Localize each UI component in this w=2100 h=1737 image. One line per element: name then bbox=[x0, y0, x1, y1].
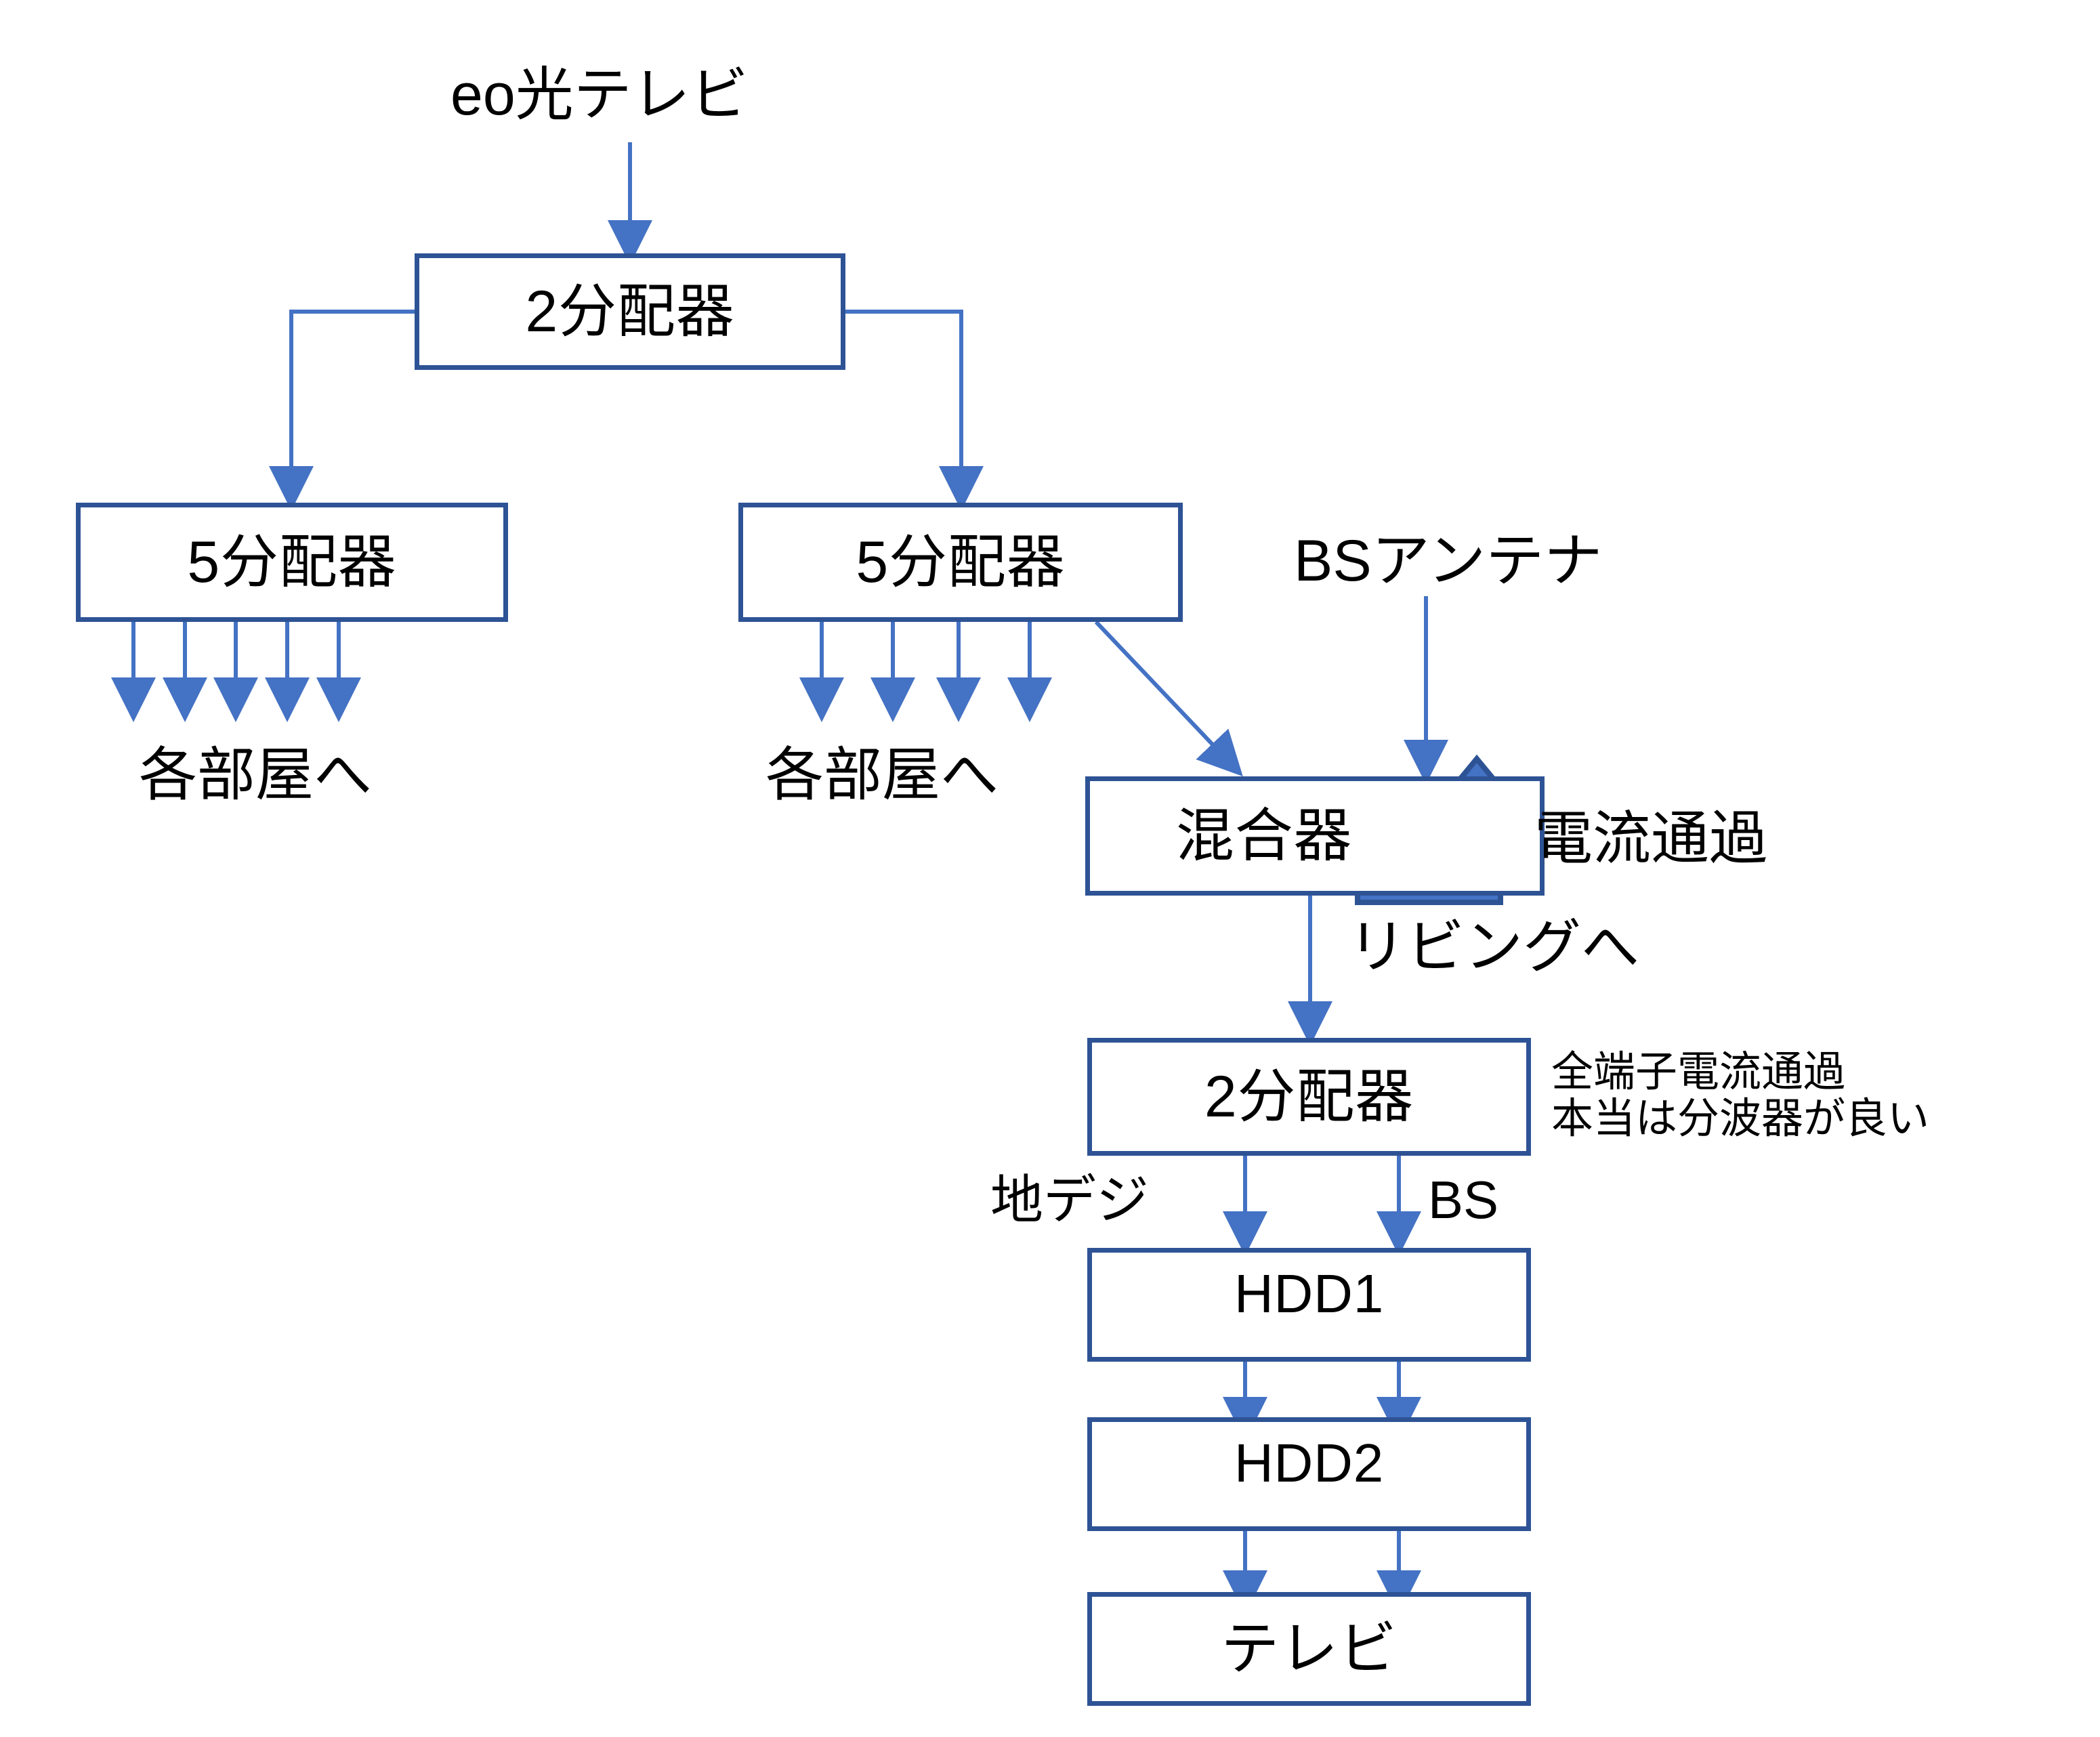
label-current-pass: 電流通過 bbox=[1534, 806, 1767, 871]
node-hdd2[interactable]: HDD2 bbox=[1087, 1417, 1531, 1531]
connector-splitter2-to-right5 bbox=[845, 310, 984, 511]
label-bs-antenna: BSアンテナ bbox=[1294, 528, 1603, 593]
node-hdd1[interactable]: HDD1 bbox=[1087, 1248, 1531, 1362]
node-label: HDD2 bbox=[1234, 1433, 1384, 1493]
note-line-2: 本当は分波器が良い bbox=[1551, 1095, 1930, 1143]
node-splitter5-left[interactable]: 5分配器 bbox=[76, 503, 508, 622]
connector-right5-to-mixer bbox=[1094, 620, 1243, 777]
note-line-1: 全端子電流通過 bbox=[1551, 1049, 1846, 1095]
node-label: 5分配器 bbox=[187, 530, 397, 595]
node-mixer[interactable]: 混合器 bbox=[1085, 776, 1545, 896]
node-label: HDD1 bbox=[1234, 1263, 1384, 1324]
node-label: 2分配器 bbox=[1204, 1064, 1414, 1129]
label-source: eo光テレビ bbox=[450, 62, 749, 127]
node-label: 2分配器 bbox=[525, 279, 735, 344]
connector-splitter2-to-left5 bbox=[269, 310, 415, 511]
label-rooms-left: 各部屋へ bbox=[139, 742, 372, 808]
node-label: 5分配器 bbox=[856, 530, 1066, 595]
node-splitter2-top[interactable]: 2分配器 bbox=[415, 253, 845, 370]
node-splitter5-right[interactable]: 5分配器 bbox=[738, 503, 1183, 622]
note-all-terminals: 全端子電流通過 本当は分波器が良い bbox=[1551, 1049, 1929, 1143]
label-rooms-right: 各部屋へ bbox=[765, 742, 999, 808]
node-tv[interactable]: テレビ bbox=[1087, 1592, 1531, 1706]
label-to-living: リビングへ bbox=[1348, 915, 1639, 980]
label-terrestrial: 地デジ bbox=[990, 1170, 1150, 1230]
label-bs: BS bbox=[1428, 1170, 1499, 1230]
node-splitter2-bottom[interactable]: 2分配器 bbox=[1087, 1038, 1531, 1156]
node-label: テレビ bbox=[1221, 1616, 1398, 1681]
node-label: 混合器 bbox=[1175, 803, 1353, 868]
